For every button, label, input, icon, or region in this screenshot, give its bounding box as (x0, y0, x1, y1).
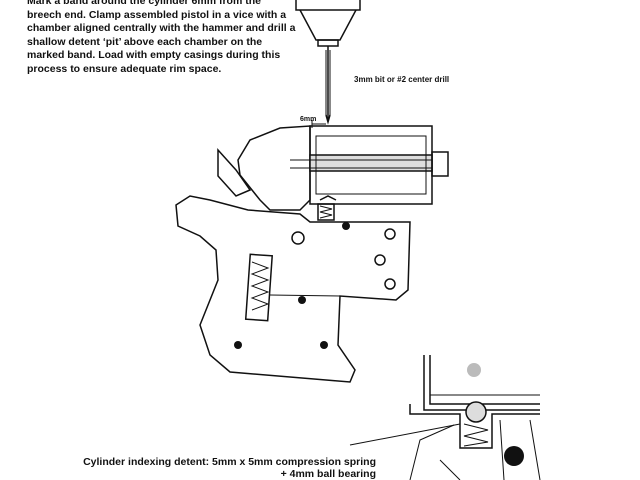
instructions-text: Mark a band around the cylinder 6mm from… (27, 0, 296, 75)
detent-caption-line2: + 4mm ball bearing (280, 468, 376, 480)
detent-caption-line1: Cylinder indexing detent: 5mm x 5mm comp… (83, 456, 376, 468)
frame (175, 125, 449, 383)
detent-detail (349, 355, 541, 480)
band-distance-label: 6mm (300, 116, 317, 123)
pins (234, 222, 524, 466)
detent-caption: Cylinder indexing detent: 5mm x 5mm comp… (80, 456, 376, 480)
drill-bit-label: 3mm bit or #2 center drill (354, 75, 450, 84)
drill-chuck (295, 0, 361, 125)
